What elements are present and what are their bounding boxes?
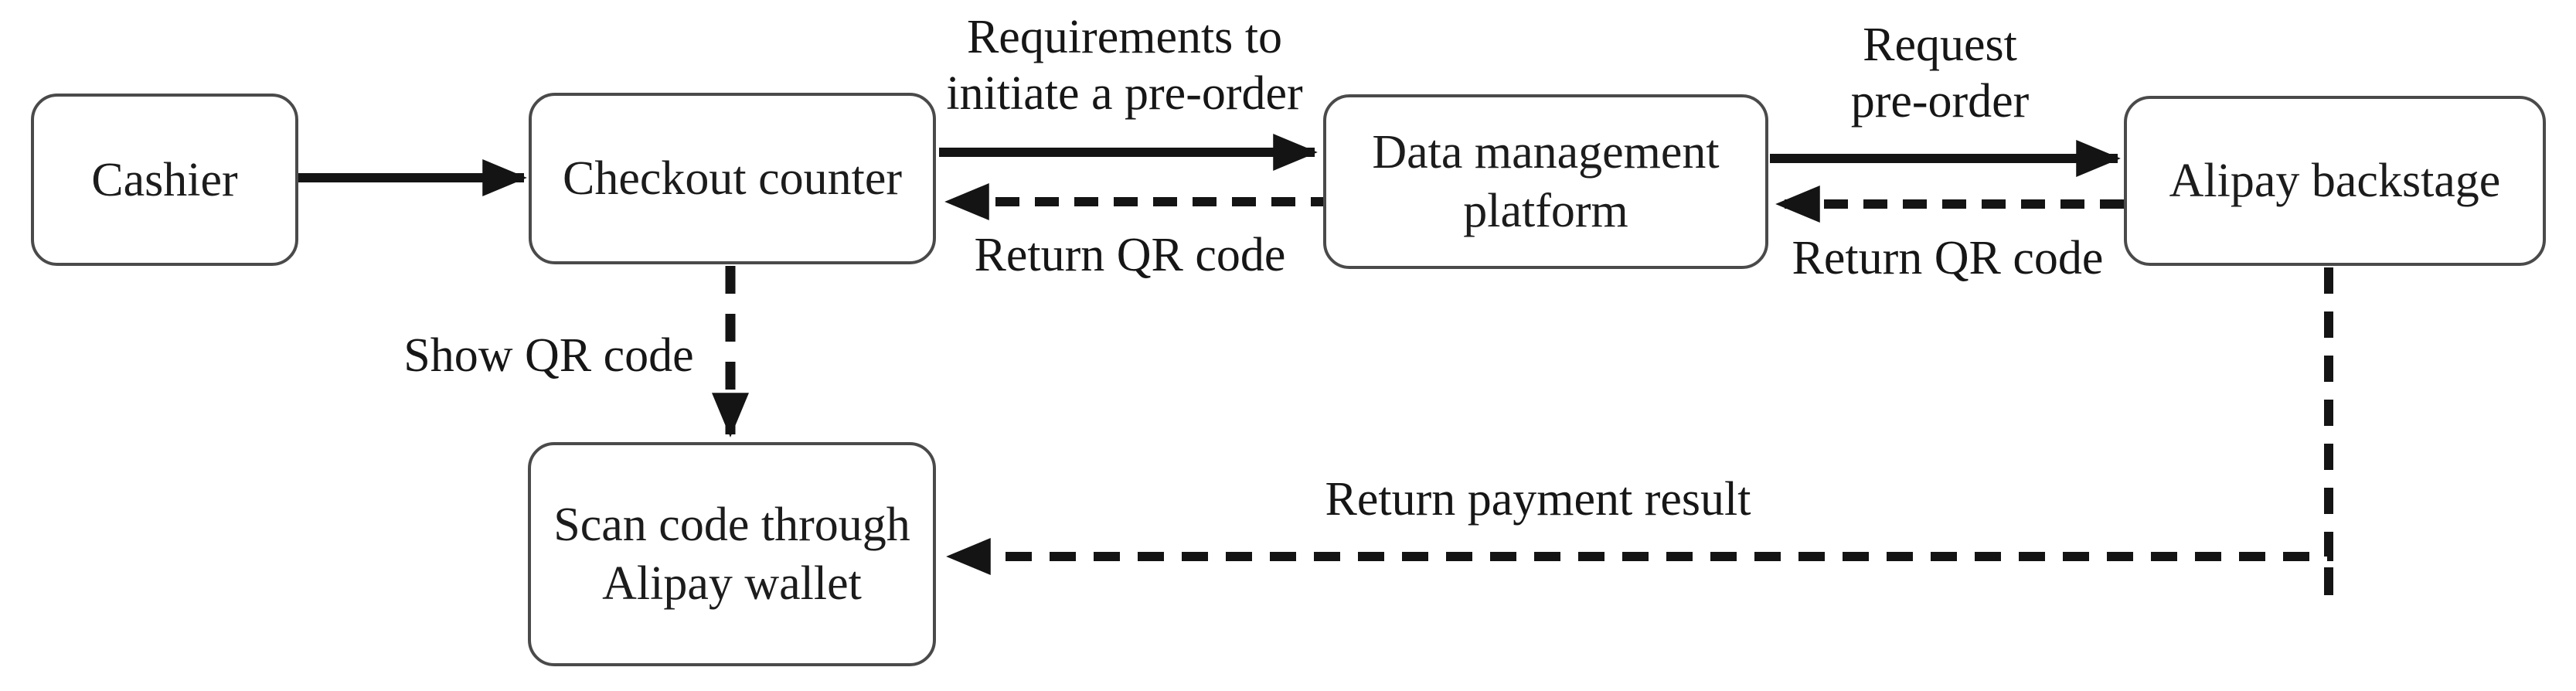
node-data-management-platform-label-line1: Data management — [1372, 126, 1720, 179]
edge-alipay-to-scan — [946, 267, 2333, 575]
node-checkout-counter: Checkout counter — [529, 93, 936, 264]
node-alipay-backstage-label: Alipay backstage — [2169, 155, 2501, 207]
edge-label-return-qr-code-left: Return QR code — [974, 229, 1286, 281]
node-scan-code-label-line1: Scan code through — [553, 499, 910, 551]
node-cashier: Cashier — [31, 94, 298, 266]
node-checkout-counter-label: Checkout counter — [562, 152, 903, 205]
edge-label-request-preorder: Request pre-order — [1850, 19, 2030, 128]
node-cashier-label: Cashier — [91, 153, 238, 206]
node-alipay-backstage: Alipay backstage — [2124, 96, 2546, 266]
node-data-management-platform: Data management platform — [1323, 94, 1768, 269]
node-scan-code-alipay-wallet: Scan code through Alipay wallet — [528, 442, 936, 666]
edge-label-show-qr-code: Show QR code — [403, 329, 694, 382]
edge-label-return-payment-result: Return payment result — [1325, 473, 1751, 526]
edge-label-return-qr-code-right: Return QR code — [1792, 232, 2104, 284]
node-data-management-platform-label-line2: platform — [1463, 185, 1628, 237]
node-scan-code-label-line2: Alipay wallet — [602, 557, 862, 610]
edge-label-requirements-to-initiate-preorder: Requirements to initiate a pre-order — [946, 11, 1303, 120]
